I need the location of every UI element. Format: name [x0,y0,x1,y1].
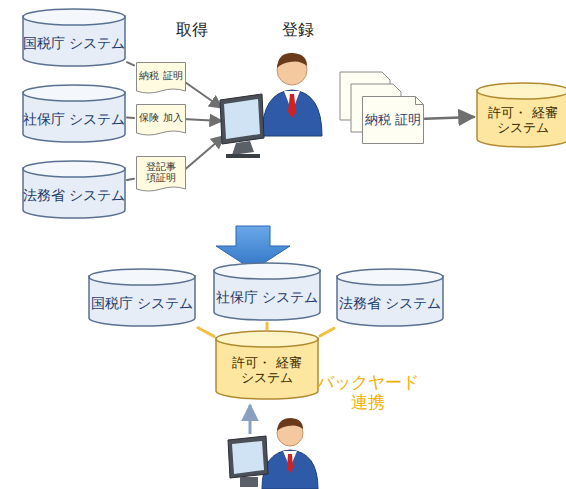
clerk-figure [262,53,322,136]
connector [198,328,214,337]
connector [425,117,474,119]
node-text: 納税 証明 [365,113,421,128]
document-tag: 納税 証明 [136,62,186,94]
document-sheet: 納税 証明 [362,96,424,144]
heading-label: 登録 [282,20,322,39]
acquire-arrow [182,80,222,108]
target-database-cylinder: 許可・ 経審 システム [215,330,319,400]
link-label: バックヤード 連携 [312,372,424,413]
document-tag: 登記事 項証明 [136,156,186,192]
heading-label: 取得 [176,20,216,39]
register-arrow [249,405,252,434]
node-text: 登記事 項証明 [136,161,186,184]
database-cylinder: 国税庁 システム [88,268,196,327]
node-text: 法務省 システム [23,187,125,203]
node-text: 法務省 システム [339,295,441,311]
clerk-figure [262,418,318,489]
node-text: 許可・ 経審 システム [476,106,566,136]
node-text: 国税庁 システム [91,295,193,311]
acquire-arrow [182,136,224,172]
node-text: 社保庁 システム [216,289,318,305]
target-database-cylinder: 許可・ 経審 システム [476,82,566,148]
node-text: 許可・ 経審 システム [215,356,319,386]
connector [127,116,134,119]
node-text: 納税 証明 [139,70,182,82]
node-text: 社保庁 システム [23,111,125,127]
connector [320,328,334,336]
database-cylinder: 社保庁 システム [213,262,321,321]
computer-icon [220,94,264,158]
database-cylinder: 社保庁 システム [22,84,126,143]
database-cylinder: 法務省 システム [336,268,444,327]
acquire-arrow [182,119,222,121]
node-text: 国税庁 システム [23,35,125,51]
node-text: 保険 加入 [139,112,182,124]
computer-icon [228,436,268,487]
document-tag: 保険 加入 [136,104,186,136]
connector [127,179,134,180]
connector [266,323,269,329]
connector [127,62,134,65]
database-cylinder: 法務省 システム [22,160,126,219]
database-cylinder: 国税庁 システム [22,8,126,67]
